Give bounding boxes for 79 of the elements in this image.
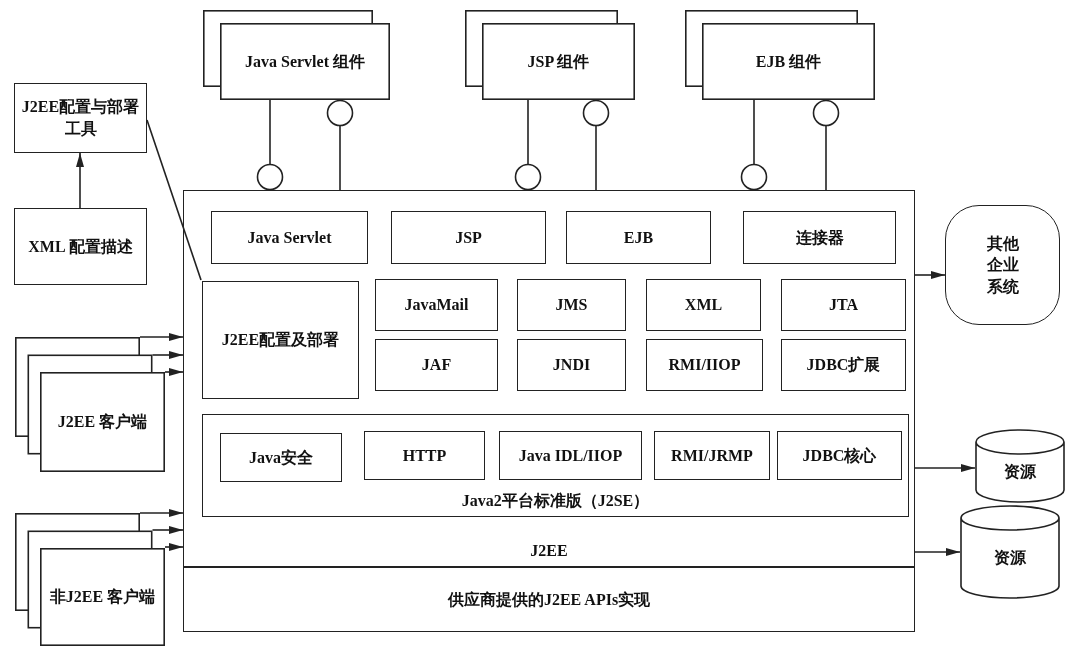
node-label: JSP 组件	[527, 51, 590, 72]
node-label: JNDI	[552, 355, 591, 376]
module-box	[566, 211, 711, 264]
node-label: JMS	[555, 295, 588, 316]
component-stack	[465, 10, 635, 100]
module-box	[220, 433, 342, 482]
client-stack	[15, 337, 165, 472]
interface-connector	[326, 99, 354, 191]
node-label: JavaMail	[404, 295, 469, 316]
arrow	[164, 368, 184, 376]
arrow	[164, 543, 184, 551]
arrow	[914, 271, 946, 279]
node-label: Java安全	[249, 447, 313, 468]
layer-band	[183, 567, 915, 632]
module-box	[777, 431, 902, 480]
node-label: JTA	[828, 295, 858, 316]
arrow	[139, 509, 184, 517]
interface-connector	[740, 99, 768, 191]
leader-line	[146, 119, 202, 281]
node-label: JSP	[455, 227, 482, 248]
node-label: Java Servlet	[247, 227, 332, 248]
component-stack	[685, 10, 875, 100]
module-box	[646, 339, 763, 391]
node-label: J2EE配置及部署	[221, 330, 340, 351]
node-label: JDBC核心	[802, 445, 877, 466]
module-box	[646, 279, 761, 331]
node-label: RMI/JRMP	[671, 445, 753, 466]
module-box	[391, 211, 546, 264]
module-box	[14, 208, 147, 285]
node-label: HTTP	[402, 445, 447, 466]
arrow	[139, 333, 184, 341]
arrow	[76, 152, 84, 209]
node-label: XML 配置描述	[28, 236, 133, 257]
container-box	[183, 190, 915, 567]
node-label: Java IDL/IIOP	[518, 445, 623, 466]
node-label: 非J2EE 客户端	[49, 587, 156, 608]
database-cylinder	[975, 430, 1065, 502]
node-label: J2EE配置与部署工具	[21, 97, 140, 139]
module-box	[375, 339, 498, 391]
module-box	[781, 339, 906, 391]
module-box	[14, 83, 147, 153]
module-box	[499, 431, 642, 480]
node-label: 供应商提供的J2EE APIs实现	[447, 589, 651, 610]
module-box	[743, 211, 896, 264]
interface-connector	[514, 99, 542, 191]
node-label: 其他企业系统	[985, 233, 1020, 297]
node-label: J2EE	[530, 541, 568, 562]
module-box	[781, 279, 906, 331]
module-box	[517, 339, 626, 391]
arrow	[914, 464, 976, 472]
arrow	[914, 548, 961, 556]
module-box	[654, 431, 770, 480]
node-label: Java2平台标准版（J2SE）	[461, 491, 650, 512]
node-label: Java Servlet 组件	[245, 51, 365, 72]
container-box	[202, 414, 909, 517]
node-label: EJB 组件	[755, 51, 822, 72]
node-label: JDBC扩展	[806, 355, 881, 376]
node-label: XML	[684, 295, 723, 316]
component-stack	[203, 10, 390, 100]
node-label: 资源	[994, 548, 1026, 569]
interface-connector	[582, 99, 610, 191]
node-label: RMI/IIOP	[668, 355, 741, 376]
node-label: EJB	[623, 227, 654, 248]
node-label: 资源	[1004, 462, 1036, 483]
module-box	[202, 281, 359, 399]
client-stack	[15, 513, 165, 646]
module-box	[375, 279, 498, 331]
interface-connector	[812, 99, 840, 191]
module-box	[211, 211, 368, 264]
node-label: 连接器	[795, 227, 844, 248]
arrow	[151, 351, 184, 359]
module-box	[517, 279, 626, 331]
node-label: JAF	[421, 355, 452, 376]
system-box	[945, 205, 1060, 325]
arrow	[151, 526, 184, 534]
node-label: J2EE 客户端	[57, 412, 148, 433]
database-cylinder	[960, 506, 1060, 598]
interface-connector	[256, 99, 284, 191]
module-box	[364, 431, 485, 480]
